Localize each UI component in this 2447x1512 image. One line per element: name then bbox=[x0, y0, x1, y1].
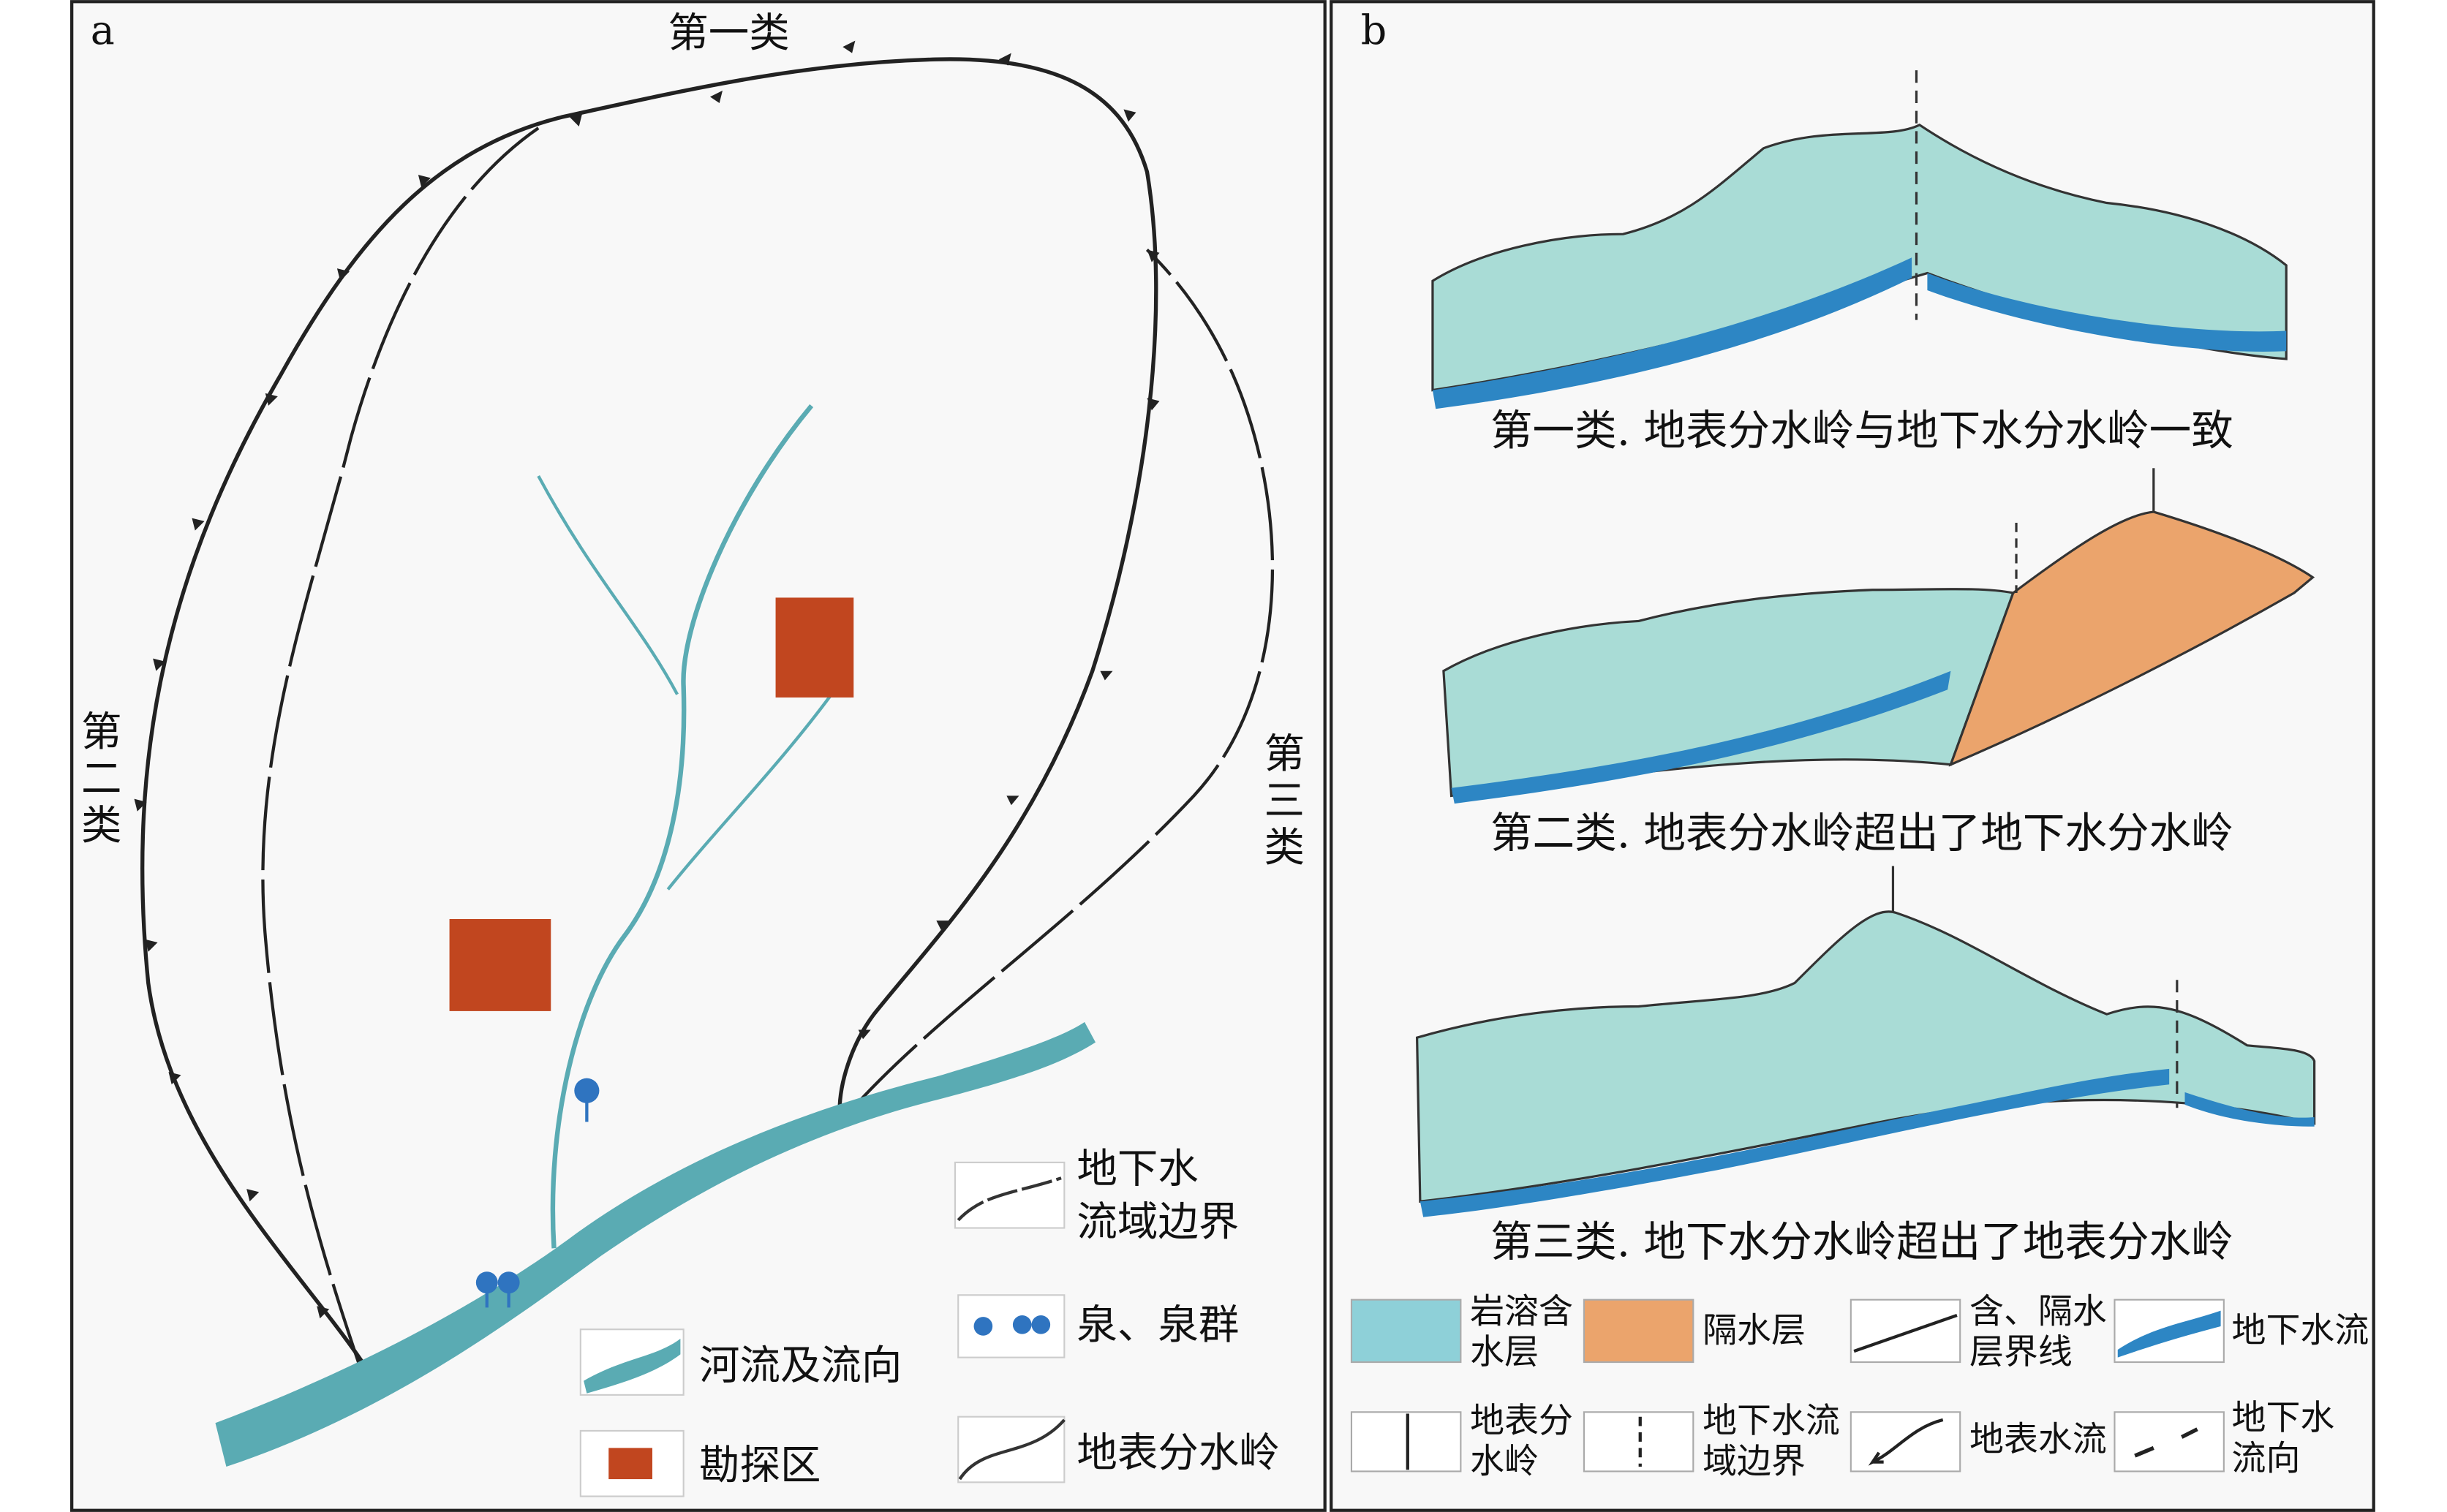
river-tributary-branch-2 bbox=[666, 689, 837, 891]
groundwater-boundary-right bbox=[849, 249, 1275, 1112]
type-1-label: 第一类 bbox=[668, 10, 789, 57]
legend-gw-basin-boundary-2: 域边界 bbox=[1703, 1442, 1806, 1482]
legend-surface-divide-1: 地表分 bbox=[1470, 1401, 1573, 1441]
legend-surface-flow: 地表水流 bbox=[1969, 1420, 2107, 1460]
type-2-char-2: 二 bbox=[81, 756, 121, 803]
legend-gw-direction-2: 流向 bbox=[2232, 1438, 2301, 1478]
caption-type-1: 第一类. 地表分水岭与地下水分水岭一致 bbox=[1490, 406, 2233, 455]
spring-icon bbox=[475, 1078, 600, 1308]
legend-boundary-line-2: 层界线 bbox=[1969, 1332, 2073, 1372]
legend-gw-basin-boundary-1: 地下水流 bbox=[1703, 1401, 1840, 1441]
divide-ticks bbox=[134, 40, 1160, 1319]
groundwater-direction-legend-icon bbox=[2134, 1427, 2198, 1458]
legend-groundwater-boundary-1: 地下水 bbox=[1077, 1146, 1198, 1193]
aquiclude-swatch bbox=[1583, 1299, 1694, 1364]
river-main bbox=[215, 1021, 1096, 1467]
groundwater-boundary-left bbox=[261, 126, 540, 1374]
legend-surface-divide: 地表分水岭 bbox=[1077, 1430, 1279, 1477]
cross-section-type-2: 第二类. 地表分水岭超出了地下水分水岭 bbox=[1442, 468, 2315, 858]
legend-groundwater-flow: 地下水流 bbox=[2232, 1310, 2369, 1350]
aquifer-boundary-line-icon bbox=[1853, 1313, 1958, 1353]
cross-section-type-1: 第一类. 地表分水岭与地下水分水岭一致 bbox=[1431, 70, 2288, 455]
exploration-legend-icon bbox=[608, 1448, 652, 1480]
legend-groundwater-boundary-2: 流域边界 bbox=[1077, 1199, 1239, 1246]
legend-gw-direction-1: 地下水 bbox=[2232, 1398, 2335, 1438]
river-legend-icon bbox=[584, 1339, 681, 1394]
type-2-char-3: 类 bbox=[81, 803, 121, 850]
panel-b: b 第一类. 地表分水岭与地下水分水岭一致 第二类. 地表分水岭超出了地下水分水… bbox=[1330, 0, 2375, 1512]
surface-divide-legend-icon bbox=[958, 1418, 1066, 1481]
panel-b-label: b bbox=[1361, 7, 1387, 54]
groundwater-boundary-legend-icon bbox=[957, 1176, 1062, 1222]
spring-legend-icon bbox=[973, 1315, 1051, 1336]
type-3-char-2: 三 bbox=[1264, 778, 1304, 825]
river-tributary-branch-1 bbox=[537, 475, 679, 695]
exploration-area bbox=[449, 918, 551, 1011]
karst-aquifer-swatch bbox=[1350, 1299, 1462, 1364]
legend-river: 河流及流向 bbox=[699, 1343, 902, 1390]
legend-a: 地下水 流域边界 泉、泉群 河流及流向 地表分水岭 勘探区 bbox=[579, 1146, 1280, 1497]
caption-type-2: 第二类. 地表分水岭超出了地下水分水岭 bbox=[1490, 809, 2233, 858]
legend-karst-aquifer-1: 岩溶含 bbox=[1470, 1292, 1573, 1332]
river-tributary bbox=[550, 404, 814, 1249]
cross-section-type-3: 第三类. 地下水分水岭超出了地表分水岭 bbox=[1415, 866, 2316, 1266]
panel-a-label: a bbox=[91, 7, 115, 54]
type-3-char-3: 类 bbox=[1264, 825, 1304, 872]
groundwater-flow-legend-icon bbox=[2117, 1310, 2221, 1358]
legend-karst-aquifer-2: 水层 bbox=[1470, 1332, 1539, 1372]
panel-a: a 第一类 第 二 类 第 三 类 bbox=[70, 0, 1327, 1512]
caption-type-3: 第三类. 地下水分水岭超出了地表分水岭 bbox=[1490, 1217, 2233, 1266]
legend-boundary-line-1: 含、隔水 bbox=[1969, 1292, 2107, 1332]
exploration-area bbox=[775, 597, 854, 698]
legend-b: 岩溶含 水层 隔水层 含、隔水 层界线 地下水流 地表分 水岭 地下水流 域边界… bbox=[1350, 1292, 2369, 1482]
type-2-char-1: 第 bbox=[81, 709, 121, 756]
legend-surface-divide-2: 水岭 bbox=[1470, 1442, 1539, 1482]
type-3-char-1: 第 bbox=[1264, 731, 1304, 778]
legend-aquiclude: 隔水层 bbox=[1703, 1310, 1806, 1350]
legend-springs: 泉、泉群 bbox=[1077, 1302, 1239, 1349]
surface-flow-legend-icon bbox=[1868, 1418, 1944, 1466]
surface-divide-line bbox=[140, 57, 1158, 1383]
legend-exploration-area: 勘探区 bbox=[699, 1443, 821, 1489]
